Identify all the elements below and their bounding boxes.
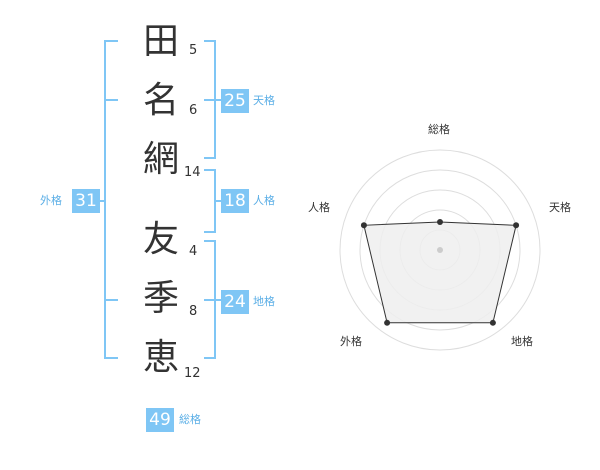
chikaku-label: 地格 [253, 295, 275, 308]
surname-strokes-2: 6 [189, 103, 198, 118]
jinkaku-bracket [204, 169, 216, 233]
soukaku-label: 総格 [179, 413, 201, 426]
radar-axis-label-chikaku: 地格 [511, 335, 533, 348]
radar-grid-ring [339, 149, 541, 351]
radar-point-3 [489, 319, 496, 326]
given-char-2: 季 [142, 278, 179, 319]
surname-char-3: 網 [142, 139, 179, 180]
radar-axis-label-tenkaku: 天格 [549, 201, 571, 214]
tenkaku-label: 天格 [253, 94, 275, 107]
radar-axis-label-jinkaku: 人格 [308, 201, 330, 214]
jinkaku-value: 18 [221, 189, 249, 213]
given-strokes-3: 12 [184, 366, 201, 381]
chikaku-value: 24 [221, 290, 249, 314]
radar-point-2 [513, 222, 520, 229]
brackets [100, 40, 221, 359]
radar-point-1 [437, 219, 443, 225]
surname-strokes-1: 5 [189, 43, 198, 58]
radar-center-dot [437, 247, 443, 253]
radar-series-polygon [363, 221, 517, 324]
radar-chart [339, 149, 541, 351]
radar-point-5 [360, 222, 367, 229]
surname-strokes-3: 14 [184, 165, 201, 180]
surname-char-1: 田 [142, 21, 179, 62]
radar-grid-ring [359, 169, 521, 331]
given-strokes-1: 4 [189, 244, 198, 259]
given-strokes-2: 8 [189, 304, 198, 319]
gaikaku-label: 外格 [40, 194, 62, 207]
gaikaku-bracket [104, 40, 118, 359]
soukaku-value: 49 [146, 408, 174, 432]
radar-point-4 [384, 319, 391, 326]
tenkaku-value: 25 [221, 89, 249, 113]
jinkaku-label: 人格 [253, 194, 275, 207]
given-char-3: 恵 [142, 337, 179, 378]
radar-axis-label-soukaku: 総格 [428, 123, 450, 136]
radar-axis-label-gaikaku: 外格 [340, 335, 362, 348]
given-char-1: 友 [142, 219, 179, 260]
gaikaku-value: 31 [72, 189, 100, 213]
surname-char-2: 名 [142, 80, 179, 121]
